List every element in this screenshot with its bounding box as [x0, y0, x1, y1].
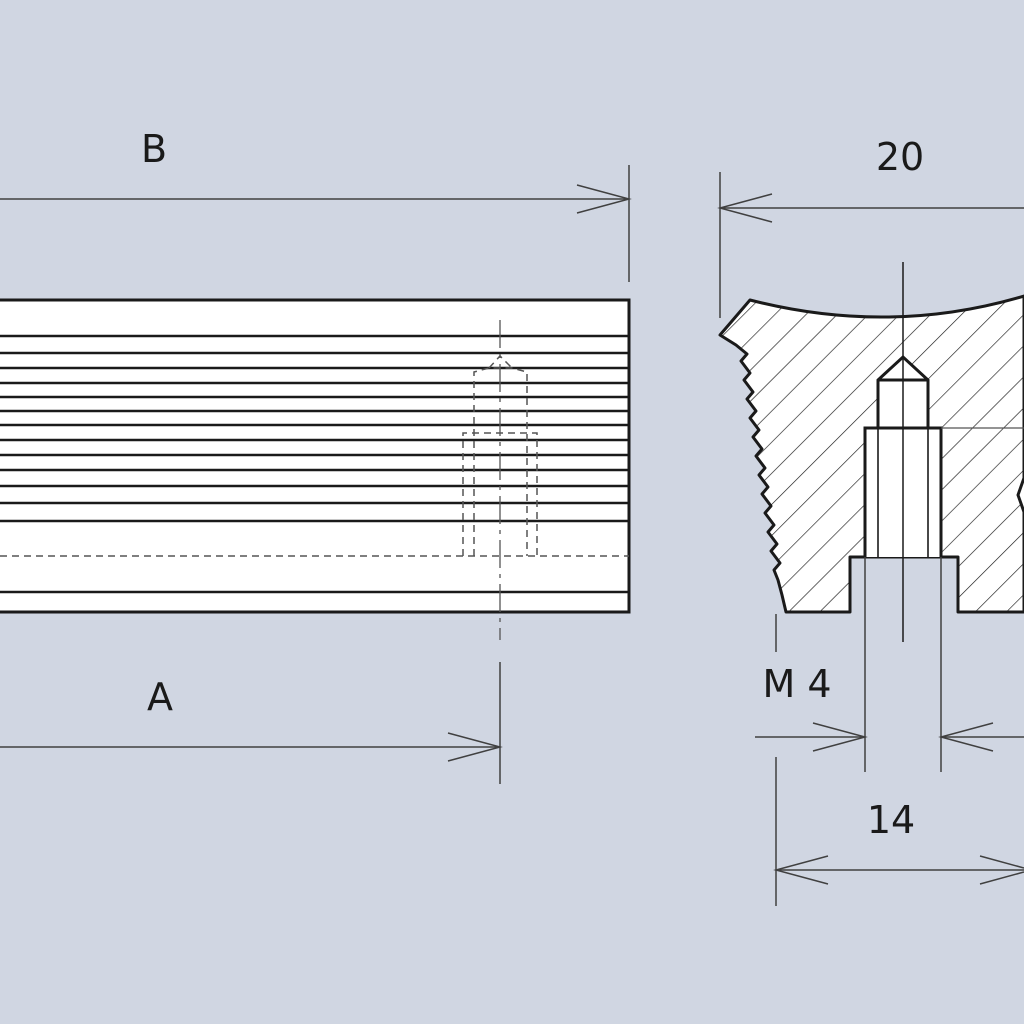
right-edge-groove [1016, 477, 1024, 513]
dimension-20 [717, 172, 1024, 318]
dimension-b [0, 165, 632, 282]
dimension-a [0, 662, 503, 784]
dimension-m4 [755, 557, 1024, 772]
side-view: B A [0, 127, 632, 784]
thread-label: M 4 [762, 662, 831, 706]
dimension-b-label: B [141, 127, 167, 171]
dimension-20-label: 20 [876, 135, 924, 179]
dimension-14 [773, 614, 1024, 906]
dimension-14-label: 14 [867, 798, 915, 842]
section-view: 20 M 4 14 [717, 135, 1024, 906]
serration-lines [0, 334, 629, 594]
dimension-a-label: A [147, 675, 173, 719]
